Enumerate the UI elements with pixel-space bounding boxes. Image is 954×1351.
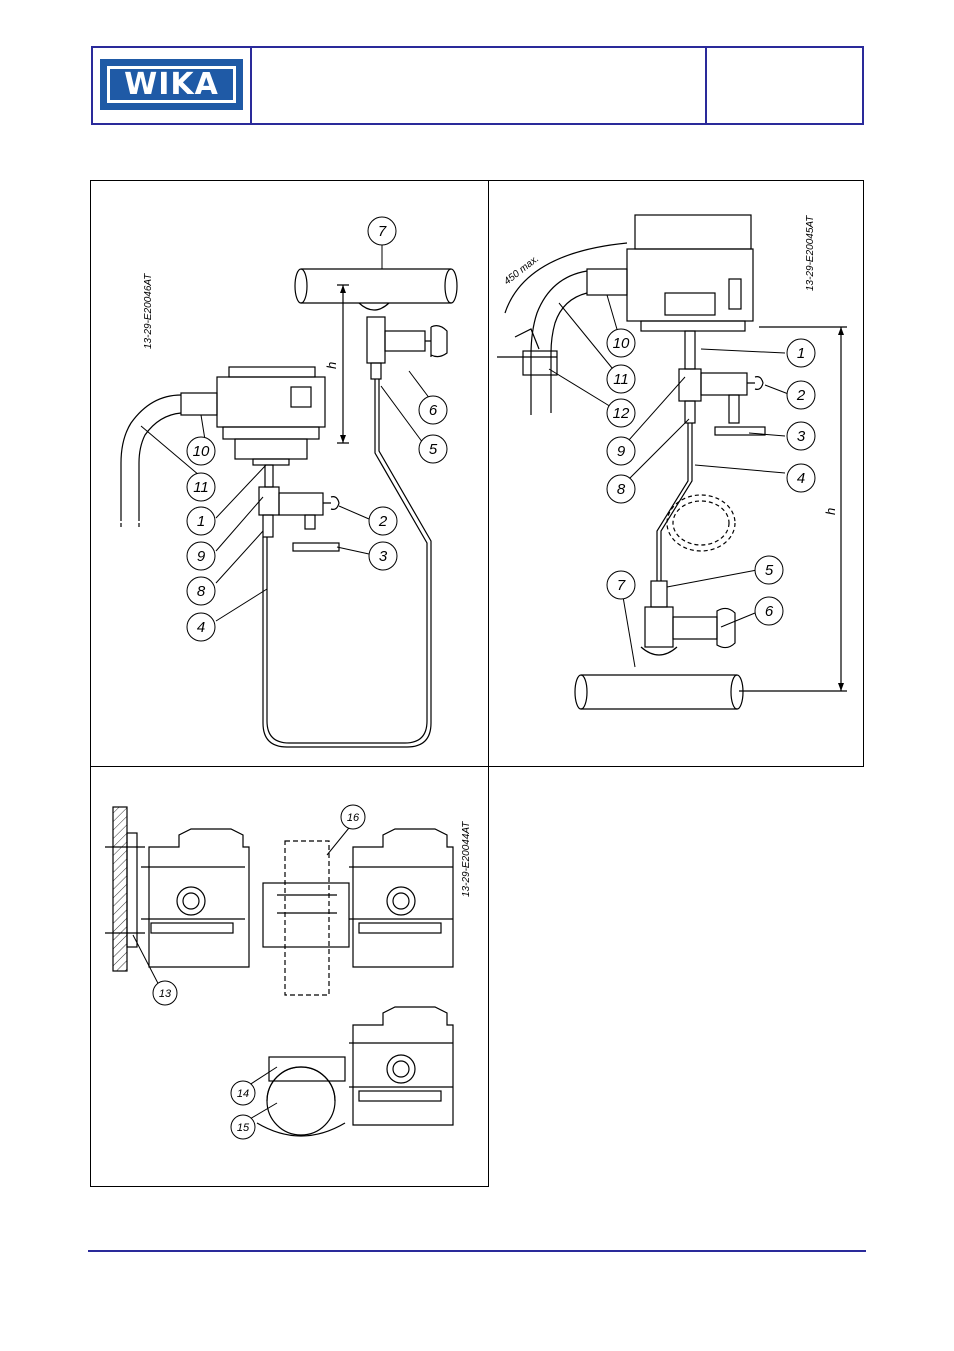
callout-6: 6 (429, 402, 438, 419)
callout-7: 7 (378, 223, 387, 240)
callout-15: 15 (237, 1122, 250, 1134)
wika-logo-frame: WIKA (107, 66, 236, 103)
installation-drawing-1: 13-29-E20046AT h 7 6 5 10 11 1 2 9 3 8 (120, 216, 458, 748)
callout-5-circle (418, 434, 448, 464)
figure-panel-3: 13-29-E20044AT 16 13 14 15 (90, 766, 489, 1187)
callout-1: 1 (197, 513, 205, 530)
callout-12-circle (606, 398, 636, 428)
drawing-code-2: 13-29-E20045AT (805, 215, 816, 291)
callout-3-circle (786, 421, 816, 451)
callout-3-circle (368, 541, 398, 571)
callout-11-circle (186, 472, 216, 502)
callout-13: 13 (159, 988, 172, 1000)
callout-7-circle (367, 216, 397, 246)
header-divider-left (250, 48, 252, 123)
callout-8: 8 (197, 583, 206, 600)
callout-3: 3 (379, 548, 388, 565)
wika-logo: WIKA (100, 59, 243, 110)
callout-4-circle (786, 463, 816, 493)
drawing-code-3: 13-29-E20044AT (461, 821, 472, 897)
installation-drawing-2: 13-29-E20045AT 450 max. h 10 1 11 2 12 3… (497, 214, 847, 710)
callout-8: 8 (617, 481, 626, 498)
callout-2-circle (786, 380, 816, 410)
callout-7: 7 (617, 577, 626, 594)
dimension-450-max: 450 max. (502, 253, 541, 287)
callout-14-circle (230, 1080, 256, 1106)
callout-11: 11 (193, 479, 209, 496)
callout-2-circle (368, 506, 398, 536)
callout-3: 3 (797, 428, 806, 445)
figure-panel-1: 13-29-E20046AT h 7 6 5 10 11 1 2 9 3 8 (90, 180, 489, 767)
callout-10-circle (606, 328, 636, 358)
wika-logo-text: WIKA (124, 66, 219, 102)
callout-4: 4 (797, 470, 805, 487)
callout-16: 16 (347, 812, 360, 824)
callout-9: 9 (617, 443, 626, 460)
height-label-1: h (324, 362, 339, 369)
callout-11-circle (606, 364, 636, 394)
callout-10: 10 (193, 443, 210, 460)
callout-10-circle (186, 436, 216, 466)
callout-5: 5 (765, 562, 774, 579)
callout-2: 2 (796, 387, 806, 404)
callout-10: 10 (613, 335, 630, 352)
callout-1-circle (186, 506, 216, 536)
drawing-code-1: 13-29-E20046AT (143, 273, 154, 349)
callout-2: 2 (378, 513, 388, 530)
callout-13-circle (152, 980, 178, 1006)
callout-9: 9 (197, 548, 206, 565)
callout-1: 1 (797, 345, 805, 362)
callout-7-circle (606, 570, 636, 600)
footer-rule (88, 1250, 866, 1252)
figure-panel-2: 13-29-E20045AT 450 max. h 10 1 11 2 12 3… (488, 180, 864, 767)
height-label-2: h (823, 508, 838, 515)
callout-4: 4 (197, 619, 205, 636)
header-divider-right (705, 48, 707, 123)
callout-5-circle (754, 555, 784, 585)
callout-6: 6 (765, 603, 774, 620)
callout-16-circle (340, 804, 366, 830)
callout-9-circle (606, 436, 636, 466)
callout-15-circle (230, 1114, 256, 1140)
callout-8-circle (606, 474, 636, 504)
document-header (91, 46, 864, 125)
callout-6-circle (754, 596, 784, 626)
callout-11: 11 (613, 371, 629, 388)
callout-1-circle (786, 338, 816, 368)
callout-9-circle (186, 541, 216, 571)
callout-5: 5 (429, 441, 438, 458)
mounting-drawing: 13-29-E20044AT 16 13 14 15 (105, 804, 472, 1140)
callout-12: 12 (613, 405, 630, 422)
callout-8-circle (186, 576, 216, 606)
callout-4-circle (186, 612, 216, 642)
callout-6-circle (418, 395, 448, 425)
callout-14: 14 (237, 1088, 249, 1100)
